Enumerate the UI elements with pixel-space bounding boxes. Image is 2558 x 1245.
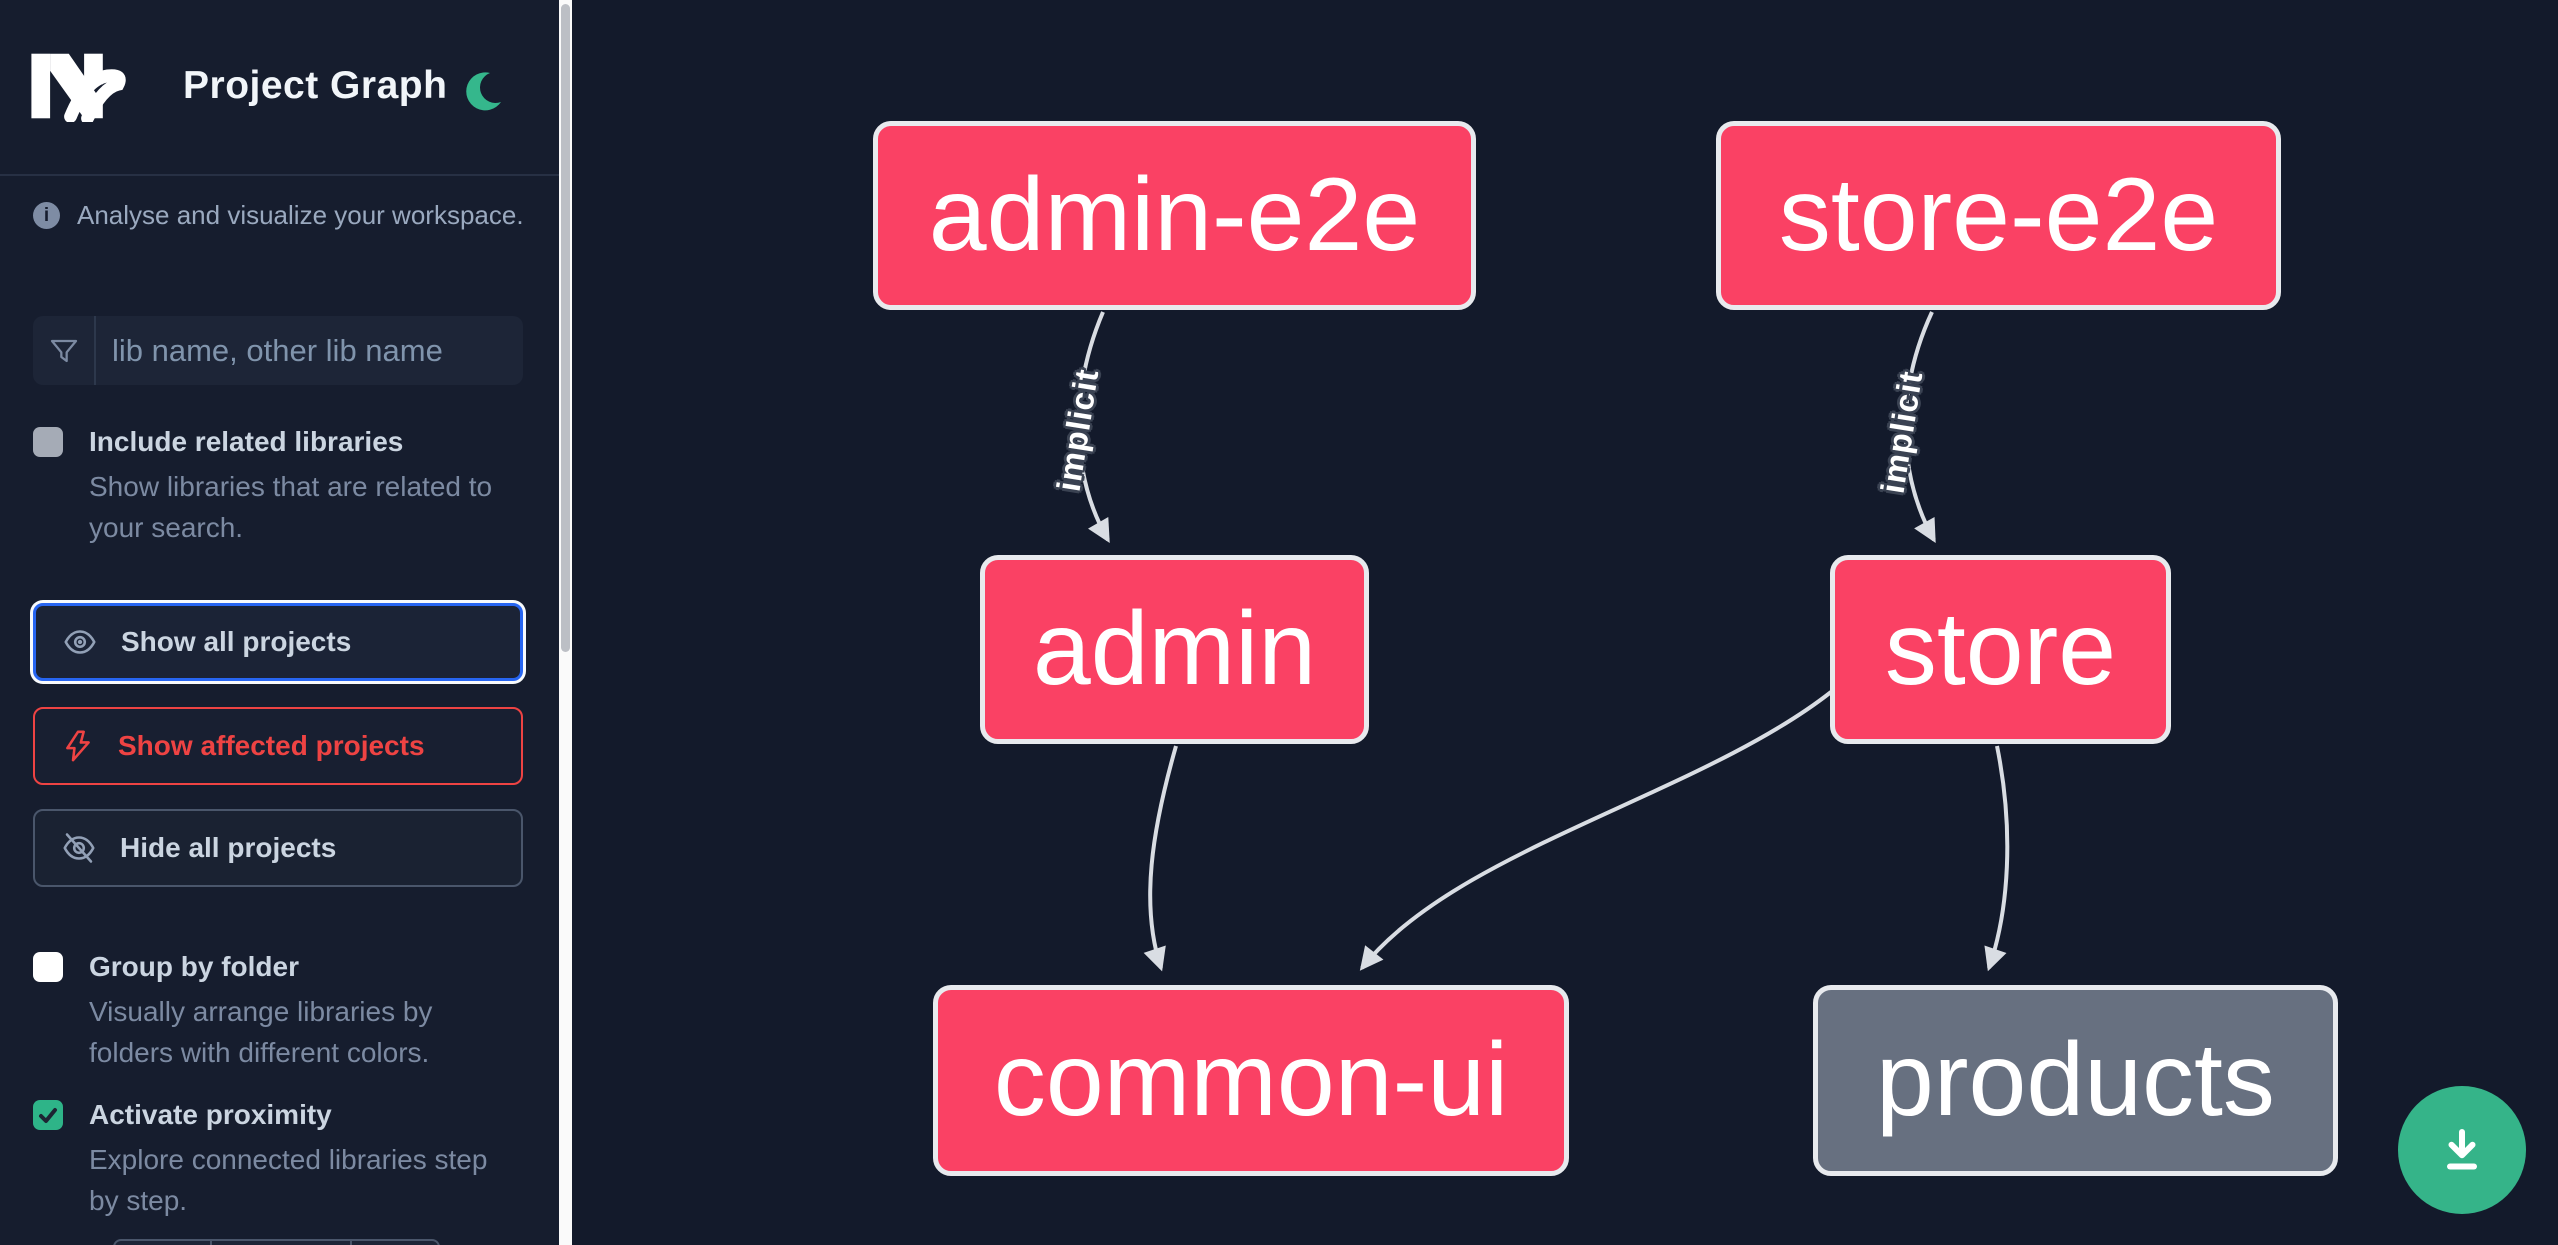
proximity-depth-control[interactable] — [113, 1239, 440, 1245]
proximity-decrement-segment[interactable] — [115, 1241, 210, 1245]
include-related-label: Include related libraries — [89, 426, 404, 457]
toggle-group-by-folder: Group by folder Visually arrange librari… — [33, 950, 513, 1073]
graph-node-admin-e2e[interactable]: admin-e2e — [873, 121, 1476, 310]
nx-logo-icon — [28, 50, 130, 125]
show-affected-projects-button[interactable]: Show affected projects — [33, 707, 523, 785]
funnel-icon — [33, 316, 96, 385]
eye-slash-icon — [63, 833, 95, 863]
toggle-activate-proximity: Activate proximity Explore connected lib… — [33, 1098, 513, 1221]
group-by-folder-checkbox[interactable] — [33, 952, 63, 982]
sidebar-scrollbar-thumb[interactable] — [561, 4, 570, 652]
check-icon — [39, 1108, 57, 1123]
activate-proximity-label: Activate proximity — [89, 1099, 332, 1130]
node-label: common-ui — [993, 1022, 1509, 1138]
node-label: store — [1884, 591, 2117, 707]
activate-proximity-description: Explore connected libraries step by step… — [89, 1144, 488, 1216]
graph-node-products[interactable]: products — [1813, 985, 2338, 1176]
page-title: Project Graph — [183, 64, 448, 107]
workspace-info: i Analyse and visualize your workspace. — [33, 200, 533, 231]
node-label: store-e2e — [1778, 157, 2219, 273]
node-label: admin-e2e — [928, 157, 1421, 273]
graph-node-store-e2e[interactable]: store-e2e — [1716, 121, 2281, 310]
info-text: Analyse and visualize your workspace. — [77, 200, 524, 230]
include-related-description: Show libraries that are related to your … — [89, 471, 493, 543]
show-all-projects-label: Show all projects — [121, 626, 352, 657]
graph-node-common-ui[interactable]: common-ui — [933, 985, 1569, 1176]
include-related-checkbox[interactable] — [33, 427, 63, 457]
proximity-increment-segment[interactable] — [350, 1241, 438, 1245]
show-all-projects-button[interactable]: Show all projects — [33, 603, 523, 681]
graph-node-admin[interactable]: admin — [980, 555, 1369, 744]
show-affected-projects-label: Show affected projects — [118, 730, 425, 761]
dark-mode-toggle-button[interactable] — [464, 70, 504, 116]
header-divider — [0, 174, 559, 176]
node-label: products — [1876, 1022, 2275, 1138]
download-icon — [2447, 1129, 2477, 1170]
node-label: admin — [1032, 591, 1317, 707]
hide-all-projects-label: Hide all projects — [120, 832, 337, 863]
proximity-value-segment — [210, 1241, 350, 1245]
lightning-bolt-icon — [66, 730, 90, 762]
hide-all-projects-button[interactable]: Hide all projects — [33, 809, 523, 887]
group-by-folder-description: Visually arrange libraries by folders wi… — [89, 996, 433, 1068]
search-box — [33, 316, 523, 385]
group-by-folder-label: Group by folder — [89, 951, 299, 982]
download-image-button[interactable] — [2398, 1086, 2526, 1214]
activate-proximity-checkbox[interactable] — [33, 1100, 63, 1130]
info-icon: i — [33, 202, 60, 229]
graph-node-store[interactable]: store — [1830, 555, 2171, 744]
sidebar: Project Graph i Analyse and visualize yo… — [0, 0, 559, 1245]
moon-icon — [466, 72, 501, 111]
toggle-include-related: Include related libraries Show libraries… — [33, 425, 513, 548]
eye-icon — [64, 630, 96, 654]
search-input[interactable] — [96, 316, 523, 385]
